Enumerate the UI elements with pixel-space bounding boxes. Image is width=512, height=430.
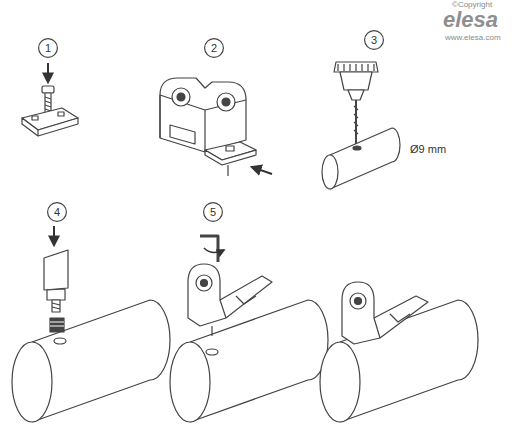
- drill-chuck-part: [354, 106, 358, 134]
- circle-outline-shape: [39, 39, 58, 58]
- hex-key-part: [200, 236, 218, 262]
- clamp-housing-part: [196, 275, 212, 291]
- step-number-circle: 2: [204, 38, 224, 58]
- drill-chuck: [334, 62, 378, 144]
- circle-outline-shape: [48, 203, 67, 222]
- tube: [12, 300, 170, 422]
- drill-chuck-part: [340, 72, 372, 90]
- clamp-plate-part: [37, 130, 38, 136]
- clamp-plate: [205, 142, 256, 176]
- insertion-tool-part: [44, 250, 68, 290]
- clamp-housing-part: [374, 314, 410, 338]
- clamp-housing-part: [177, 93, 185, 101]
- clamp-housing-part: [222, 98, 230, 106]
- clamp-plate-part: [226, 146, 234, 151]
- clamp-housing-part: [170, 125, 195, 144]
- clamp-plate-part: [227, 165, 228, 176]
- clamp-plate-part: [22, 118, 78, 136]
- hex-key: [200, 236, 224, 262]
- tube-part: [12, 342, 52, 422]
- tube-part: [330, 128, 400, 189]
- insertion-tool-part: [52, 303, 60, 309]
- step-number-circle: 4: [47, 202, 67, 222]
- step-number: 4: [47, 206, 67, 218]
- tube-part: [322, 155, 338, 189]
- clamp-housing-part: [160, 78, 246, 152]
- insert-arrow: [47, 63, 48, 82]
- threaded-insert-part: [50, 318, 64, 332]
- clamp-housing-part: [217, 93, 235, 111]
- tube-part: [320, 342, 360, 422]
- insertion-tool: [44, 250, 68, 312]
- step-number-circle: 5: [203, 202, 223, 222]
- clamp-housing-part: [188, 264, 272, 326]
- circle-outline-shape: [204, 203, 223, 222]
- insert-arrow-part: [47, 63, 49, 82]
- tube-part: [32, 300, 170, 422]
- tube-part: [170, 342, 210, 422]
- clamp-housing-part: [211, 326, 212, 336]
- circle-outline-shape: [205, 39, 224, 58]
- clamp-plate-part: [205, 150, 256, 165]
- step-number-circle: 3: [364, 30, 384, 50]
- insert-arrow-part: [53, 226, 55, 245]
- step-number: 5: [203, 206, 223, 218]
- tube-part: [54, 338, 66, 344]
- clamp-housing-part: [220, 296, 256, 318]
- step-number: 1: [38, 42, 58, 54]
- insertion-tool-part: [52, 300, 60, 312]
- drill-chuck-part: [338, 64, 374, 71]
- step-number: 3: [364, 34, 384, 46]
- clamp-housing-part: [201, 280, 208, 287]
- dimension-label: Ø9 mm: [410, 143, 446, 155]
- clamp-housing-part: [172, 88, 190, 106]
- drill-chuck-part: [348, 90, 364, 100]
- tube-part: [206, 349, 218, 355]
- clamp-housing-part: [342, 282, 428, 344]
- slide-arrow-part: [252, 167, 272, 174]
- step-number: 2: [204, 42, 224, 54]
- tube: [322, 128, 400, 189]
- website-url: www.elesa.com: [445, 34, 501, 43]
- screw-part: [42, 86, 54, 93]
- clamp-housing-part: [350, 293, 366, 309]
- clamp-housing: [160, 78, 246, 152]
- hex-key-part: [204, 248, 224, 253]
- slide-arrow: [252, 167, 272, 174]
- drill-chuck-part: [334, 62, 378, 72]
- clamp-plate-part: [58, 112, 64, 116]
- insert-arrow: [53, 226, 54, 245]
- insertion-tool-part: [47, 289, 65, 300]
- brand-logo: elesa: [443, 8, 498, 32]
- clamp-housing-part: [355, 298, 362, 305]
- threaded-insert-part: [50, 322, 64, 326]
- clamp-plate-part: [32, 116, 38, 120]
- circle-outline-shape: [365, 31, 384, 50]
- drill-chuck-part: [355, 100, 357, 144]
- step-number-circle: 1: [38, 38, 58, 58]
- clamp-plate: [22, 108, 78, 136]
- threaded-insert: [50, 318, 64, 332]
- clamp-housing: [188, 264, 272, 336]
- tube-part: [353, 146, 361, 150]
- clamp-housing: [342, 282, 428, 344]
